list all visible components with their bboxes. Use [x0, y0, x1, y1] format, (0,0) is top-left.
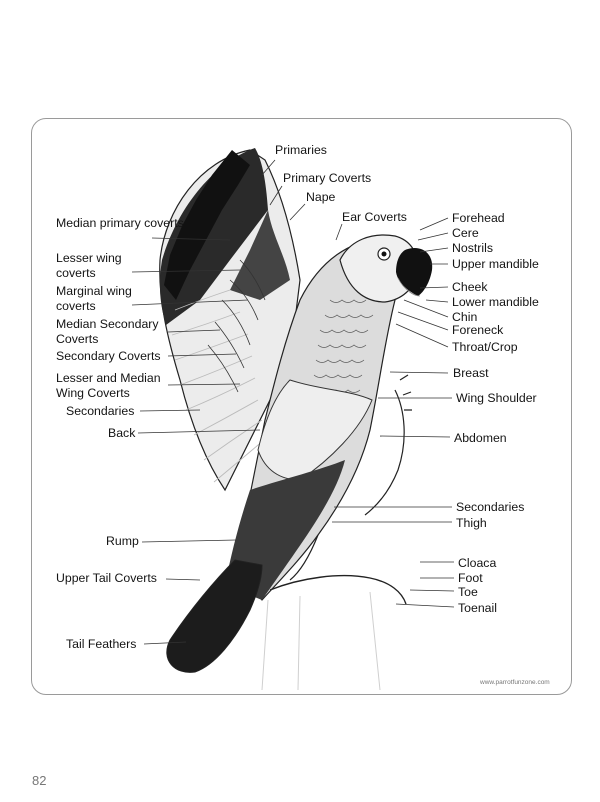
- label-secondary-coverts: Secondary Coverts: [56, 349, 161, 363]
- label-median-primary-coverts: Median primary coverts: [56, 216, 184, 230]
- label-secondaries-left: Secondaries: [66, 404, 135, 418]
- wing-drawing: [159, 148, 301, 492]
- body-drawing: [166, 237, 401, 673]
- label-foot: Foot: [458, 571, 483, 585]
- label-wing-shoulder: Wing Shoulder: [456, 391, 537, 405]
- label-lesser-and-median-wing-coverts: Lesser and Median Wing Coverts: [56, 371, 161, 400]
- label-breast: Breast: [453, 366, 489, 380]
- page-number: 82: [32, 773, 47, 788]
- label-back: Back: [108, 426, 136, 440]
- label-abdomen: Abdomen: [454, 431, 507, 445]
- label-lower-mandible: Lower mandible: [452, 295, 539, 309]
- label-upper-mandible: Upper mandible: [452, 257, 539, 271]
- source-credit: www.parrotfunzone.com: [480, 679, 550, 686]
- label-rump: Rump: [106, 534, 139, 548]
- label-primary-coverts: Primary Coverts: [283, 171, 372, 185]
- label-primaries: Primaries: [275, 143, 327, 157]
- label-lesser-wing-coverts: Lesser wing coverts: [56, 251, 122, 280]
- label-cloaca: Cloaca: [458, 556, 497, 570]
- label-nape: Nape: [306, 190, 336, 204]
- label-cere: Cere: [452, 226, 479, 240]
- label-chin: Chin: [452, 310, 478, 324]
- label-cheek: Cheek: [452, 280, 488, 294]
- label-secondaries-right: Secondaries: [456, 500, 525, 514]
- label-ear-coverts: Ear Coverts: [342, 210, 407, 224]
- legs-drawing: [261, 374, 412, 691]
- label-foreneck: Foreneck: [452, 323, 504, 337]
- label-upper-tail-coverts: Upper Tail Coverts: [56, 571, 157, 585]
- label-marginal-wing-coverts: Marginal wing coverts: [56, 284, 132, 313]
- label-thigh: Thigh: [456, 516, 487, 530]
- label-tail-feathers: Tail Feathers: [66, 637, 137, 651]
- label-toe: Toe: [458, 585, 478, 599]
- label-toenail: Toenail: [458, 601, 497, 615]
- label-nostrils: Nostrils: [452, 241, 493, 255]
- leader-lines: [131, 159, 455, 645]
- label-median-secondary-coverts: Median Secondary Coverts: [56, 317, 159, 346]
- head-drawing: [339, 234, 433, 303]
- label-throat-crop: Throat/Crop: [452, 340, 518, 354]
- label-forehead: Forehead: [452, 211, 505, 225]
